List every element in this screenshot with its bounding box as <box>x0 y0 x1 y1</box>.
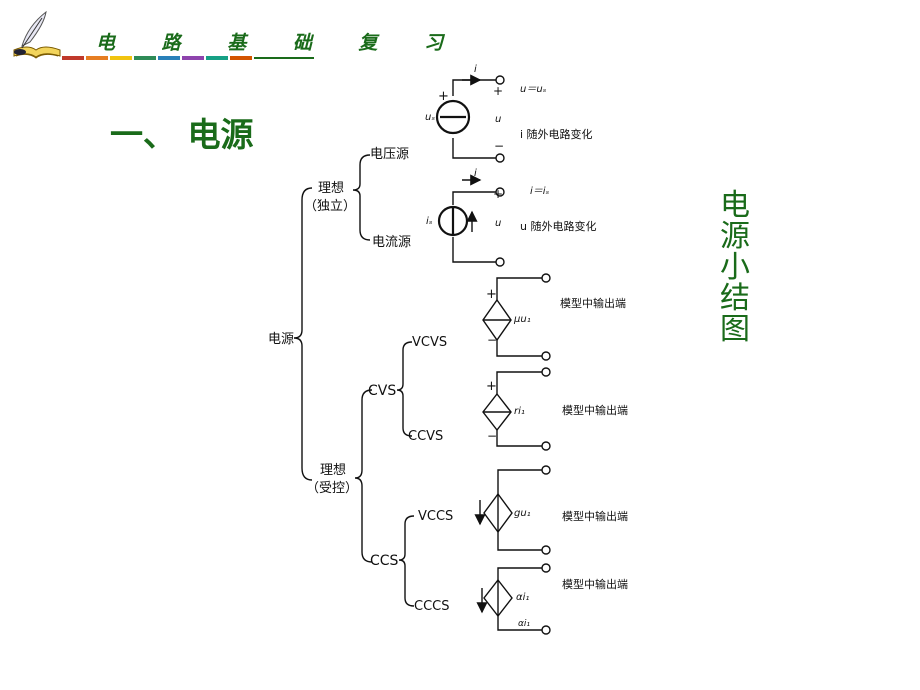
voltage-note: i 随外电路变化 <box>520 127 593 141</box>
terminal <box>541 367 551 377</box>
root-label: 电源 <box>268 332 294 347</box>
quill-and-book-icon <box>6 6 66 64</box>
vcvs-value: μu₁ <box>513 314 531 325</box>
vcvs-circuit <box>482 273 551 361</box>
independent-label: 理想 <box>318 180 344 196</box>
header-color-segment <box>158 56 180 60</box>
header-color-segment <box>230 56 252 60</box>
current-terminal-plus: + <box>493 187 503 201</box>
header-color-segment <box>110 56 132 60</box>
terminal <box>541 625 551 635</box>
voltage-source-circuit <box>435 74 505 163</box>
section-title: 一、 电源 <box>110 115 254 154</box>
vccs-note: 模型中输出端 <box>562 509 628 523</box>
vccs-label: VCCS <box>418 509 453 524</box>
vccs-value: gu₁ <box>514 508 531 519</box>
side-label-char: 源 <box>720 219 750 254</box>
side-label-char: 图 <box>720 312 750 347</box>
vccs-circuit <box>474 465 551 555</box>
dependent-label-sub: （受控） <box>306 481 358 496</box>
header-color-segment <box>134 56 156 60</box>
ccvs-note: 模型中输出端 <box>562 403 628 417</box>
side-label: 电 源 小 结 图 <box>718 190 752 345</box>
header-title: 电 路 基 础 复 习 <box>96 32 464 54</box>
voltage-terminal-plus: + <box>493 84 503 98</box>
cccs-note: 模型中输出端 <box>562 577 628 591</box>
terminal <box>541 563 551 573</box>
voltage-current-label: i <box>474 64 477 75</box>
vcvs-minus: − <box>487 333 497 347</box>
dependent-brace <box>354 389 373 563</box>
vcvs-label: VCVS <box>412 335 447 350</box>
ccvs-minus: − <box>487 429 497 443</box>
current-terminal-u: u <box>495 218 501 229</box>
vcvs-note: 模型中输出端 <box>560 296 626 310</box>
voltage-source-symbol: uₛ <box>425 112 435 123</box>
current-current-label: i <box>474 168 477 179</box>
cccs-label: CCCS <box>414 599 449 614</box>
header-color-segment <box>86 56 108 60</box>
terminal <box>541 273 551 283</box>
dependent-label: 理想 <box>320 462 346 478</box>
current-equation: i＝iₛ <box>530 186 550 197</box>
current-note: u 随外电路变化 <box>520 219 596 233</box>
cccs-value: αi₁ <box>516 592 529 603</box>
header-color-segment <box>62 56 84 60</box>
side-label-char: 小 <box>720 250 750 285</box>
side-label-char: 结 <box>720 281 750 316</box>
cccs-circuit <box>476 563 551 635</box>
header-underline <box>254 57 314 59</box>
cvs-label: CVS <box>368 383 396 399</box>
terminal <box>541 545 551 555</box>
ccs-brace <box>398 515 415 607</box>
ccvs-value: ri₁ <box>514 406 525 417</box>
ccvs-circuit <box>482 367 551 451</box>
terminal <box>495 153 505 163</box>
header-color-segment <box>182 56 204 60</box>
voltage-terminal-minus: − <box>494 139 504 153</box>
terminal <box>495 257 505 267</box>
current-source-symbol: iₛ <box>426 216 433 227</box>
terminal <box>541 441 551 451</box>
header-color-segment <box>206 56 228 60</box>
voltage-equation: u＝uₛ <box>520 84 547 95</box>
cvs-brace <box>396 341 413 437</box>
voltage-plus: + <box>438 89 449 104</box>
terminal <box>495 75 505 85</box>
cccs-value-lower: αi₁ <box>518 619 530 629</box>
current-source-label: 电流源 <box>372 235 411 250</box>
ccvs-plus: + <box>486 379 497 394</box>
current-source-circuit <box>437 174 505 267</box>
ccvs-label: CCVS <box>408 429 443 444</box>
terminal <box>541 351 551 361</box>
voltage-source-label: 电压源 <box>370 147 409 162</box>
independent-label-sub: （独立） <box>304 199 356 214</box>
vcvs-plus: + <box>486 287 497 302</box>
voltage-terminal-u: u <box>495 114 501 125</box>
side-label-char: 电 <box>720 188 750 223</box>
root-brace <box>293 187 313 481</box>
terminal <box>541 465 551 475</box>
independent-brace <box>352 154 371 241</box>
ccs-label: CCS <box>370 553 399 569</box>
terminal <box>495 187 505 197</box>
